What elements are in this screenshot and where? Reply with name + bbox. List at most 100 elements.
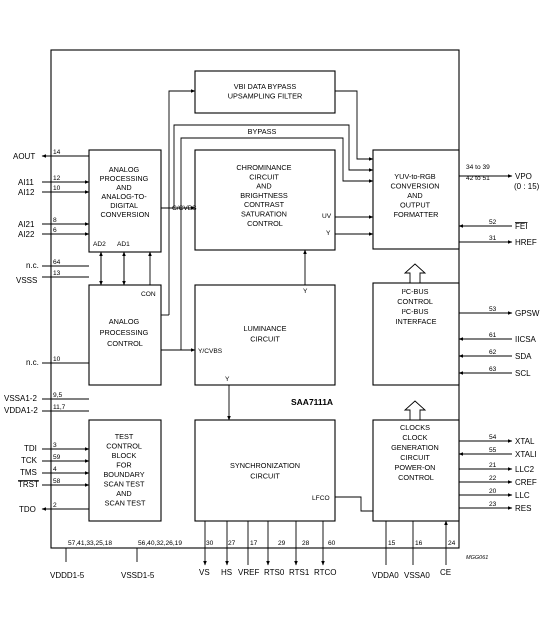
pin-number: 52 <box>489 219 497 226</box>
analog-control-line: ANALOG <box>109 317 140 326</box>
pin-signal-gpsw: GPSW <box>515 309 540 318</box>
analog-processing-line: PROCESSING <box>100 174 149 183</box>
pin-signal-aout: AOUT <box>13 152 35 161</box>
luminance-block <box>194 284 336 386</box>
c-cvbs-label: C/CVBS <box>172 205 197 212</box>
vbi-block <box>194 70 336 114</box>
y-chroma-label: Y <box>326 230 331 237</box>
vbi-output-line <box>335 90 374 161</box>
pin-number: 30 <box>206 540 214 547</box>
figure-ref: MGG061 <box>466 555 488 561</box>
clock-line: CIRCUIT <box>400 453 430 462</box>
pin-signal-ai21: AI21 <box>18 220 35 229</box>
pin-signal-vssa: VSSA1-2 <box>4 394 37 403</box>
pin-number: 42 to 51 <box>466 175 490 182</box>
yuv-rgb-block <box>372 149 460 250</box>
sync-line: CIRCUIT <box>250 472 280 481</box>
pin-number: 28 <box>302 540 310 547</box>
vbi-line: UPSAMPLING FILTER <box>228 92 302 101</box>
pin-signal-trst: TRST <box>18 480 39 489</box>
pin-number: 14 <box>53 149 61 156</box>
pin-number: 12 <box>53 175 61 182</box>
chrominance-line: CONTROL <box>247 219 283 228</box>
test-control-line: CONTROL <box>106 442 142 451</box>
analog-processing-line: DIGITAL <box>110 201 138 210</box>
pin-number: 60 <box>328 540 336 547</box>
right-pins: VPO (0 : 15) 34 to 39 42 to 51 FEI 52 HR… <box>466 164 540 513</box>
pin-signal-vssd: VSSD1-5 <box>121 571 155 580</box>
chrominance-line: CHROMINANCE <box>236 163 291 172</box>
pin-signal-xtal: XTAL <box>515 437 535 446</box>
vbi-input-line <box>168 89 196 315</box>
pin-signal-ai12: AI12 <box>18 188 35 197</box>
pin-signal-vref: VREF <box>238 568 259 577</box>
pin-signal-tdo: TDO <box>19 505 36 514</box>
y-cvbs-label: Y/CVBS <box>198 348 223 355</box>
pin-signal-vssa0: VSSA0 <box>404 571 430 580</box>
lfco-line <box>335 496 373 512</box>
pin-number: 64 <box>53 259 61 266</box>
clock-to-i2c-arrow <box>403 400 427 421</box>
pin-number: 53 <box>489 306 497 313</box>
svg-text:ANALOG PROCESSING: ANALOG PROCESSING CONTROL <box>100 317 151 348</box>
analog-processing-text: ANALOG PROCESSING AND ANALOG-TO- DIGITAL… <box>100 165 150 219</box>
pin-signal-llc2: LLC2 <box>515 465 535 474</box>
pin-number: 6 <box>53 227 57 234</box>
pin-signal-vpo: VPO <box>515 172 532 181</box>
chrominance-line: AND <box>256 182 271 191</box>
svg-text:YUV-to-RGB CONVERSION: YUV-to-RGB CONVERSION AND OUTPUT FORMATT… <box>390 172 441 219</box>
bottom-pins: 57,41,33,25,18 VDDD1-5 56,40,32,26,19 VS… <box>50 540 456 580</box>
clock-line: GENERATION <box>391 443 439 452</box>
pin-signal-href: HREF <box>515 238 537 247</box>
bypass-label: BYPASS <box>248 127 277 136</box>
pin-signal-nc: n.c. <box>26 261 39 270</box>
pin-signal-tdi: TDI <box>24 444 37 453</box>
sync-text: SYNCHRONIZATION CIRCUIT <box>230 461 300 481</box>
pin-signal-scl: SCL <box>515 369 531 378</box>
pin-signal-hs: HS <box>221 568 232 577</box>
pin-signal-vddd: VDDD1-5 <box>50 571 85 580</box>
pin-signal-rts1: RTS1 <box>289 568 310 577</box>
yuv-rgb-text: YUV-to-RGB CONVERSION AND OUTPUT FORMATT… <box>390 172 441 219</box>
test-control-line: BOUNDARY <box>103 470 144 479</box>
pin-signal-vs: VS <box>199 568 210 577</box>
pin-signal-llc: LLC <box>515 491 530 500</box>
pin-signal-sda: SDA <box>515 352 532 361</box>
luminance-line: CIRCUIT <box>250 335 280 344</box>
yuv-rgb-line: CONVERSION <box>390 182 439 191</box>
pin-number: 4 <box>53 466 57 473</box>
chrominance-line: CIRCUIT <box>249 172 279 181</box>
test-control-line: BLOCK <box>112 451 137 460</box>
yuv-rgb-line: FORMATTER <box>394 210 439 219</box>
pin-signal-vpo-range: (0 : 15) <box>514 182 540 191</box>
analog-processing-line: ANALOG-TO- <box>101 192 147 201</box>
analog-processing-block <box>88 149 162 253</box>
clock-line: CLOCKS <box>400 423 430 432</box>
analog-control-text: ANALOG PROCESSING CONTROL <box>100 317 151 348</box>
test-control-line: SCAN TEST <box>104 480 145 489</box>
pin-number: 23 <box>489 501 497 508</box>
pin-signal-tck: TCK <box>21 456 38 465</box>
pin-number: 63 <box>489 366 497 373</box>
clock-line: CONTROL <box>398 473 434 482</box>
pin-number: 31 <box>489 235 497 242</box>
pin-signal-tms: TMS <box>20 468 37 477</box>
pin-number: 61 <box>489 332 497 339</box>
sync-line: SYNCHRONIZATION <box>230 461 300 470</box>
pin-signal-vsss: VSSS <box>16 276 37 285</box>
pin-number: 22 <box>489 475 497 482</box>
pin-number: 21 <box>489 462 497 469</box>
i2c-block <box>372 282 460 386</box>
yuv-rgb-line: OUTPUT <box>400 201 431 210</box>
pin-number: 20 <box>489 488 497 495</box>
clock-line: POWER-ON <box>395 463 436 472</box>
pin-number: 59 <box>53 454 61 461</box>
ad1-label: AD1 <box>117 241 130 248</box>
pin-number: 57,41,33,25,18 <box>68 540 112 547</box>
chrominance-line: SATURATION <box>241 210 287 219</box>
pin-number: 9,5 <box>53 392 62 399</box>
test-control-line: SCAN TEST <box>105 499 146 508</box>
pin-signal-rtco: RTCO <box>314 568 337 577</box>
